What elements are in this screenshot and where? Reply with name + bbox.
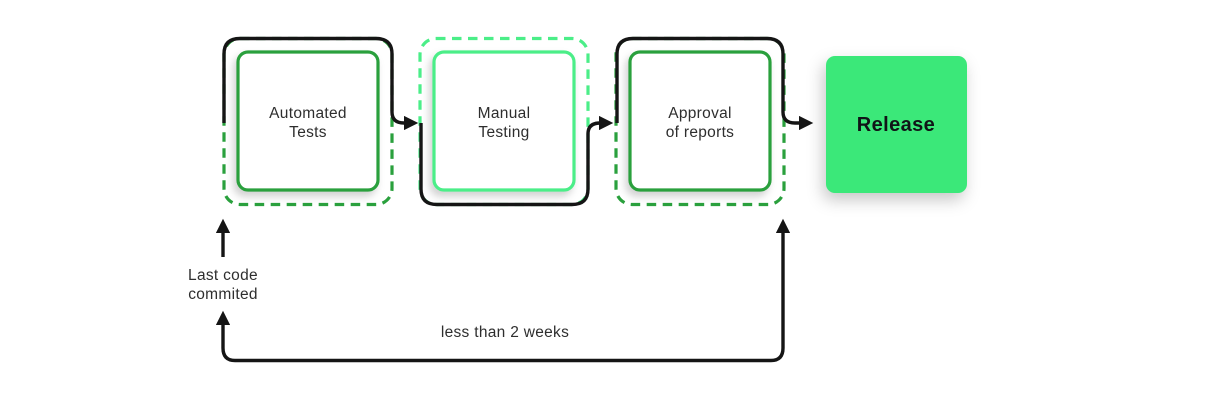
release-step: Release xyxy=(826,56,967,193)
step-manual-testing: Manual Testing xyxy=(418,36,590,207)
flow-path-automated-tests-to-manual-testing xyxy=(222,36,419,131)
approval-of-reports-box xyxy=(628,50,772,192)
release-label: Release xyxy=(857,114,935,136)
manual-testing-label-line2: Testing xyxy=(478,124,529,141)
automated-tests-label-line2: Tests xyxy=(289,124,327,141)
approval-of-reports-label-line1: Approval xyxy=(668,105,732,122)
step-approval-of-reports: Approval of reports xyxy=(614,36,786,207)
flow-path-manual-testing-to-approval xyxy=(419,115,614,207)
last-code-committed-label-line1: Last code xyxy=(188,267,258,284)
feedback-loop-line xyxy=(215,218,791,363)
step-automated-tests: Automated Tests xyxy=(222,36,394,207)
release-box xyxy=(826,56,967,193)
automated-tests-label-line1: Automated xyxy=(269,105,347,122)
automated-tests-box xyxy=(236,50,380,192)
last-code-committed-label-line2: commited xyxy=(188,286,258,303)
loop-duration-label: less than 2 weeks xyxy=(441,324,569,341)
approval-of-reports-label-line2: of reports xyxy=(666,124,734,141)
manual-testing-box xyxy=(432,50,576,192)
flow-path-approval-to-release xyxy=(615,36,814,131)
manual-testing-label-line1: Manual xyxy=(478,105,531,122)
